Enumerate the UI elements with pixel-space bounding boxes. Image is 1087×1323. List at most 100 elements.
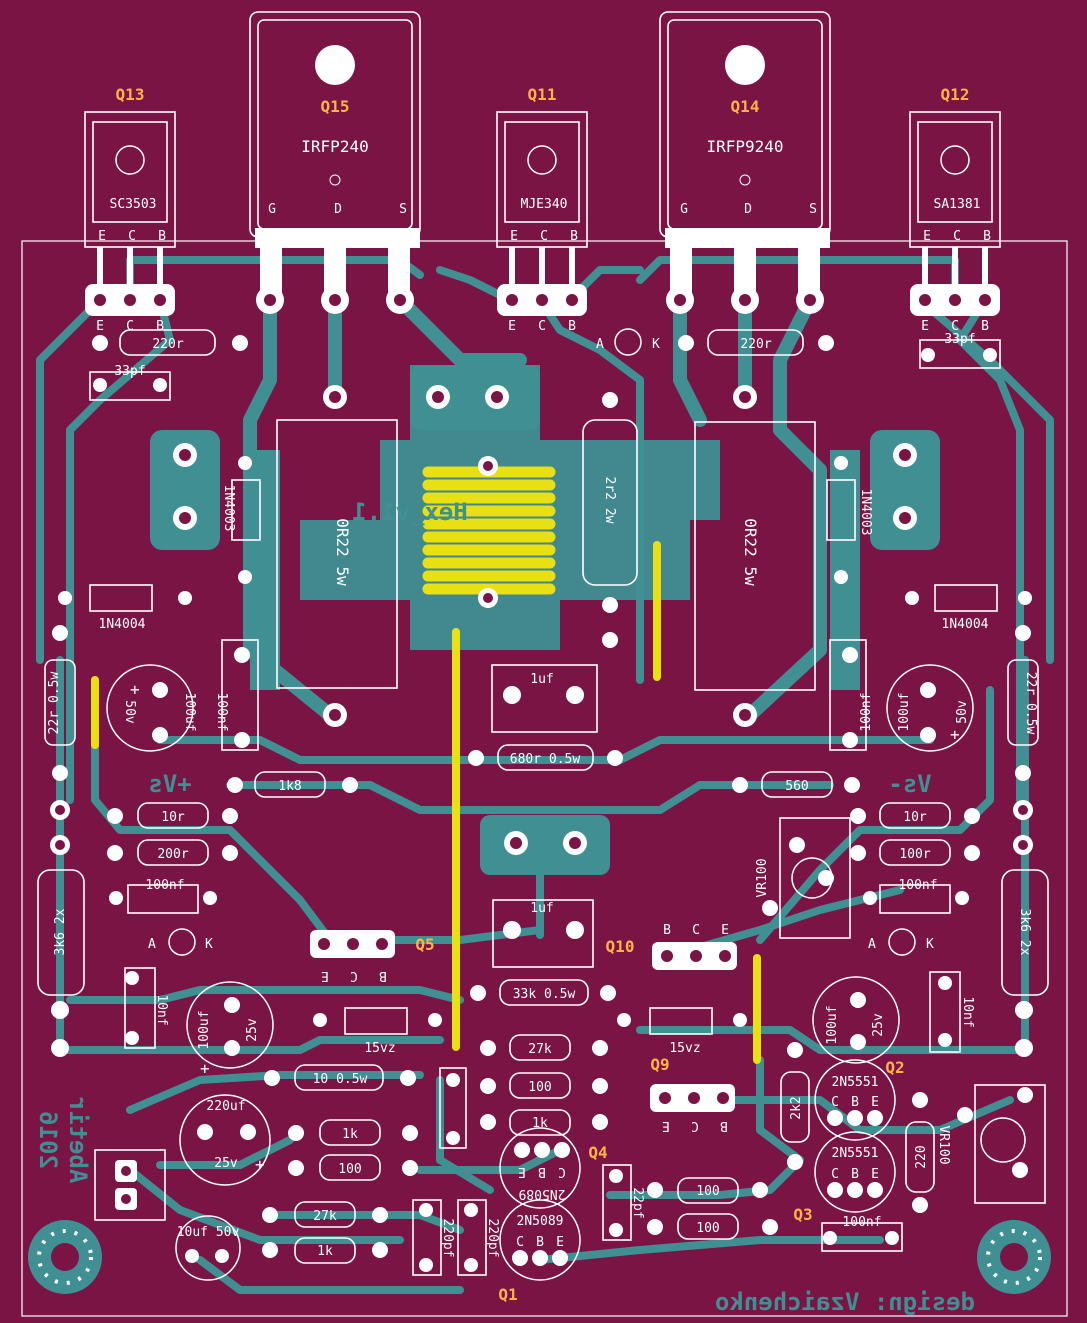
resistor-1k-center: 1k bbox=[480, 1109, 608, 1136]
resistor-100-center: 100 bbox=[480, 1072, 608, 1099]
pin-label-e: E bbox=[510, 229, 518, 244]
pin-label-c: C bbox=[540, 229, 548, 244]
resistor-22r-right: 22r 0.5w bbox=[1007, 625, 1039, 781]
led-top: A K bbox=[596, 328, 660, 356]
pin-label-c: C bbox=[350, 968, 358, 983]
resistor-200r: 200r bbox=[107, 839, 238, 866]
value-220uf: 220uf bbox=[206, 1099, 245, 1114]
transistor-q13: Q13 SC3503 E C B E C B bbox=[84, 85, 176, 334]
part-q1: 2N5089 bbox=[517, 1214, 564, 1229]
value-1k: 1k bbox=[532, 1116, 548, 1131]
value-100uf: 100uf bbox=[897, 692, 912, 731]
mirrored-vs-minus: Vs- bbox=[888, 770, 931, 798]
resistor-22r-left: 22r 0.5w bbox=[44, 625, 76, 781]
pin-label-c: C bbox=[126, 319, 134, 334]
value-1uf: 1uf bbox=[530, 901, 553, 916]
diode-1n4004-left: 1N4004 bbox=[58, 584, 192, 632]
capacitor-220pf-a: 220pf bbox=[412, 1199, 455, 1276]
value-33pf: 33pf bbox=[114, 364, 145, 379]
edge-pads bbox=[50, 800, 1033, 855]
part-q4: 2N5089 bbox=[519, 1186, 566, 1201]
plus-sign: + bbox=[200, 1059, 210, 1078]
heatsink-mount-left bbox=[173, 443, 197, 530]
value-680r: 680r 0.5w bbox=[510, 752, 581, 767]
mirrored-year: 2016 bbox=[34, 1111, 62, 1169]
pin-label-b: B bbox=[379, 968, 387, 983]
value-100: 100 bbox=[696, 1221, 719, 1236]
pin-label-e: E bbox=[518, 1164, 526, 1179]
value-100nf: 100nf bbox=[859, 692, 874, 731]
value-1n4003: 1N4003 bbox=[221, 485, 236, 532]
value-vr100: VR100 bbox=[755, 858, 770, 897]
pin-label-a: A bbox=[596, 337, 604, 352]
mounting-holes bbox=[28, 1220, 1051, 1294]
capacitor-33pf-left: 33pf bbox=[89, 364, 171, 401]
resistor-0r22-left: 0R22 5w bbox=[276, 385, 398, 727]
plus-sign: + bbox=[130, 680, 140, 699]
value-100nf: 100nf bbox=[842, 1215, 881, 1230]
value-100uf: 100uf bbox=[197, 1010, 212, 1049]
pin-label-b: B bbox=[663, 923, 671, 938]
resistor-220-bottom: 220 bbox=[905, 1092, 935, 1213]
capacitor-220pf-b: 220pf bbox=[457, 1199, 500, 1276]
pin-label-c: C bbox=[128, 229, 136, 244]
value-3k6: 3k6 2x bbox=[1017, 909, 1032, 956]
resistor-33k: 33k 0.5w bbox=[470, 979, 616, 1006]
ref-q15: Q15 bbox=[321, 97, 350, 116]
part-q15: IRFP240 bbox=[301, 137, 368, 156]
value-220pf: 220pf bbox=[485, 1218, 500, 1257]
value-15vz: 15vz bbox=[364, 1041, 395, 1056]
value-1uf: 1uf bbox=[530, 672, 553, 687]
transistor-q3: 2N5551 C B E Q3 bbox=[793, 1131, 896, 1224]
value-1k8: 1k8 bbox=[278, 779, 301, 794]
value-2r2-2w: 2r2 2w bbox=[602, 477, 617, 524]
pin-label-e: E bbox=[923, 229, 931, 244]
value-100uf: 100uf bbox=[825, 1005, 840, 1044]
value-1k: 1k bbox=[342, 1127, 358, 1142]
pin-label-b: B bbox=[156, 319, 164, 334]
resistor-680r: 680r 0.5w bbox=[468, 744, 623, 771]
pin-label-c: C bbox=[558, 1164, 566, 1179]
resistor-10r-left: 10r bbox=[107, 802, 238, 829]
pin-label-b: B bbox=[851, 1095, 859, 1110]
value-25v: 25v bbox=[214, 1156, 238, 1171]
plus-sign: + bbox=[255, 1155, 265, 1174]
value-27k: 27k bbox=[313, 1209, 337, 1224]
ref-q14: Q14 bbox=[731, 97, 760, 116]
value-3k6: 3k6 2x bbox=[53, 908, 68, 955]
capacitor-10nf-center bbox=[439, 1067, 467, 1149]
mount-pads-top-center bbox=[426, 385, 509, 409]
pin-label-c: C bbox=[953, 229, 961, 244]
value-1n4003: 1N4003 bbox=[858, 489, 873, 536]
board-outline bbox=[21, 240, 1068, 1317]
trimmer-vr100-bottom: VR100 bbox=[936, 1084, 1046, 1204]
value-33k: 33k 0.5w bbox=[513, 987, 576, 1002]
part-q12: SA1381 bbox=[934, 197, 981, 212]
pin-label-s: S bbox=[399, 202, 407, 217]
pin-label-e: E bbox=[662, 1118, 670, 1133]
mirrored-text-hex: Hex_v1.1 bbox=[352, 498, 468, 526]
pin-label-b: B bbox=[851, 1167, 859, 1182]
pin-label-b: B bbox=[568, 319, 576, 334]
pin-label-e: E bbox=[721, 923, 729, 938]
value-220: 220 bbox=[914, 1145, 929, 1168]
pin-label-e: E bbox=[508, 319, 516, 334]
pin-label-k: K bbox=[652, 337, 660, 352]
transistor-q1: 2N5089 C B E Q1 bbox=[498, 1199, 581, 1304]
pin-label-d: D bbox=[744, 202, 752, 217]
resistor-3k6-right: 3k6 2x bbox=[1001, 869, 1049, 1057]
pin-label-a: A bbox=[148, 937, 156, 952]
value-27k: 27k bbox=[528, 1042, 552, 1057]
pin-label-c: C bbox=[691, 1118, 699, 1133]
resistor-2r2: 2r2 2w bbox=[582, 392, 638, 648]
capacitor-100uf-25v-right: 100uf 25v bbox=[812, 976, 900, 1064]
ref-q10: Q10 bbox=[606, 937, 635, 956]
pin-label-c: C bbox=[831, 1095, 839, 1110]
value-1n4004: 1N4004 bbox=[942, 617, 989, 632]
capacitor-100uf-50v-right: 100uf 50v + bbox=[886, 664, 974, 752]
transistor-q9: Q9 E C B bbox=[650, 1055, 735, 1133]
value-100: 100 bbox=[338, 1162, 361, 1177]
resistor-100-right-a: 100 bbox=[647, 1177, 768, 1204]
pin-label-k: K bbox=[926, 937, 934, 952]
